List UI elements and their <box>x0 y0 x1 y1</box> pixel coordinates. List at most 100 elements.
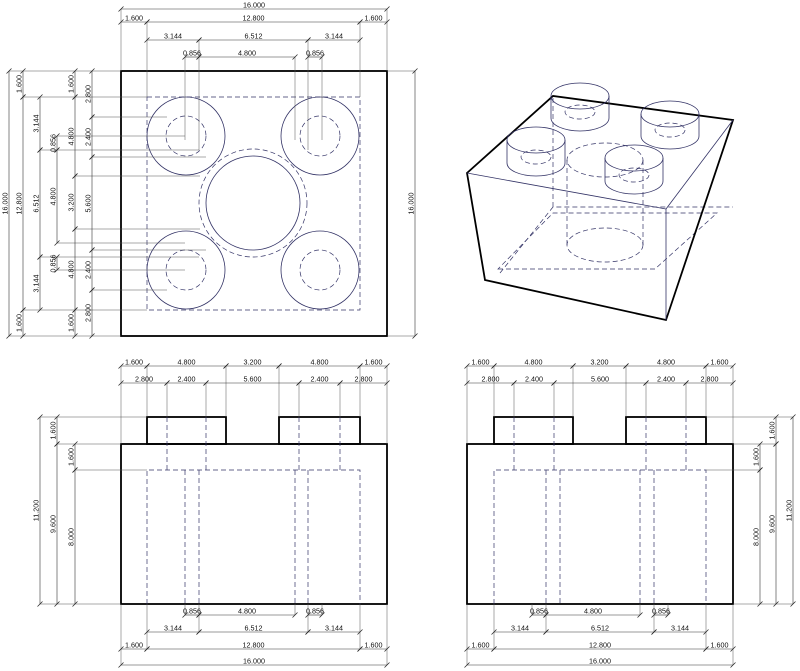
dimension: 3.144 <box>144 624 202 635</box>
dimension-label: 6.512 <box>245 32 263 41</box>
side-view-extension-lines <box>466 366 793 665</box>
dimension-label: 2.400 <box>525 375 543 384</box>
dimension: 4.800 <box>276 358 363 369</box>
dimension-label: 6.512 <box>591 624 609 633</box>
side-view-stud-right <box>625 416 707 445</box>
dimension-label: 0.856 <box>306 49 324 58</box>
dimension: 1.600 <box>357 641 390 652</box>
dimension: 4.800 <box>543 607 643 618</box>
dimension: 6.512 <box>196 624 311 635</box>
dimension: 1.600 <box>15 68 26 100</box>
dimension-label: 8.000 <box>752 528 761 546</box>
dimension: 4.800 <box>491 358 576 369</box>
dimension: 0.856 <box>182 49 202 60</box>
dimension: 4.800 <box>144 358 229 369</box>
dimension-label: 9.600 <box>49 515 58 533</box>
dimension: 6.512 <box>543 624 657 635</box>
dimension: 9.600 <box>49 441 60 607</box>
dimension: 2.800 <box>84 68 95 120</box>
dimension-label: 4.800 <box>311 358 329 367</box>
dimension: 0.856 <box>305 607 325 618</box>
dimension: 1.600 <box>357 358 390 369</box>
dimension: 0.856 <box>49 133 60 153</box>
dimension: 1.600 <box>703 358 736 369</box>
dimension: 2.400 <box>643 375 689 386</box>
dimension: 8.000 <box>67 467 78 607</box>
dimension-label: 1.600 <box>15 75 24 93</box>
dimension-label: 11.200 <box>785 500 794 521</box>
dimension: 1.600 <box>67 68 78 100</box>
dimension: 3.144 <box>144 32 202 43</box>
dimension-label: 5.600 <box>591 375 609 384</box>
dimension: 4.800 <box>623 358 709 369</box>
dimension-label: 0.856 <box>183 607 201 616</box>
dimension: 2.400 <box>84 114 95 160</box>
dimension-label: 4.800 <box>178 358 196 367</box>
side-view-hidden-lines <box>493 417 707 604</box>
dimension-label: 1.600 <box>67 314 76 332</box>
dimension-label: 4.800 <box>238 607 256 616</box>
top-view-outline <box>120 70 388 337</box>
stud-hole-bottom-right <box>299 249 341 291</box>
dimension: 12.800 <box>144 14 363 25</box>
dimension-label: 1.600 <box>67 75 76 93</box>
iso-front-top-edge <box>466 172 667 210</box>
dimension-label: 11.200 <box>32 500 41 521</box>
center-tube-outer <box>198 148 308 258</box>
dimension-label: 1.600 <box>67 448 76 466</box>
front-view-body <box>120 443 388 605</box>
dimension-label: 2.400 <box>657 375 675 384</box>
dimension-label: 1.600 <box>365 641 383 650</box>
dimension-label: 4.800 <box>584 607 602 616</box>
dimension-label: 3.144 <box>164 624 182 633</box>
dimension-label: 4.800 <box>525 358 543 367</box>
dimension-label: 16.000 <box>407 193 416 215</box>
dimension-label: 16.000 <box>243 657 265 666</box>
dimension: 4.800 <box>67 226 78 313</box>
dimension: 3.144 <box>32 254 43 313</box>
dimension-label: 3.144 <box>164 32 182 41</box>
dimension-label: 0.856 <box>183 49 201 58</box>
dimension-label: 1.600 <box>125 358 143 367</box>
iso-stud-right <box>640 100 700 150</box>
iso-body-silhouette <box>466 95 735 322</box>
dimension-label: 2.800 <box>701 375 719 384</box>
dimension: 5.600 <box>84 154 95 253</box>
dimension-label: 2.400 <box>84 128 93 146</box>
stud-top-right <box>280 96 360 176</box>
top-view-left-dimensions: 16.0001.60012.8001.6003.1446.5123.1440.8… <box>1 68 95 339</box>
dimension-label: 0.856 <box>306 607 324 616</box>
iso-hidden-back-edges <box>499 206 733 274</box>
dimension: 1.600 <box>67 441 78 473</box>
dimension-label: 3.144 <box>511 624 529 633</box>
dimension: 16.000 <box>464 657 736 668</box>
dimension-label: 12.800 <box>15 193 24 215</box>
dimension-label: 16.000 <box>243 1 265 10</box>
stud-hole-top-left <box>165 115 207 157</box>
dimension-label: 2.400 <box>84 261 93 279</box>
dimension: 0.856 <box>49 254 60 273</box>
dimension-label: 4.800 <box>657 358 675 367</box>
dimension-label: 2.400 <box>178 375 196 384</box>
dimension-label: 3.200 <box>244 358 262 367</box>
iso-stud-front <box>604 144 664 195</box>
dimension-label: 3.144 <box>32 275 41 293</box>
dimension: 0.856 <box>182 607 202 618</box>
top-view-right-dimensions: 16.000 <box>407 68 418 339</box>
dimension: 4.800 <box>67 94 78 179</box>
dimension: 16.000 <box>1 68 12 339</box>
dimension-label: 1.600 <box>125 14 143 23</box>
dimension: 2.400 <box>296 375 343 386</box>
dimension: 1.600 <box>15 307 26 339</box>
dimension: 3.144 <box>32 94 43 153</box>
dimension: 1.600 <box>49 414 60 447</box>
dimension: 1.600 <box>67 307 78 339</box>
side-view-stud-left <box>493 416 574 445</box>
dimension: 1.600 <box>118 641 150 652</box>
top-view-extension-lines <box>9 9 415 337</box>
side-view-body <box>466 443 734 605</box>
